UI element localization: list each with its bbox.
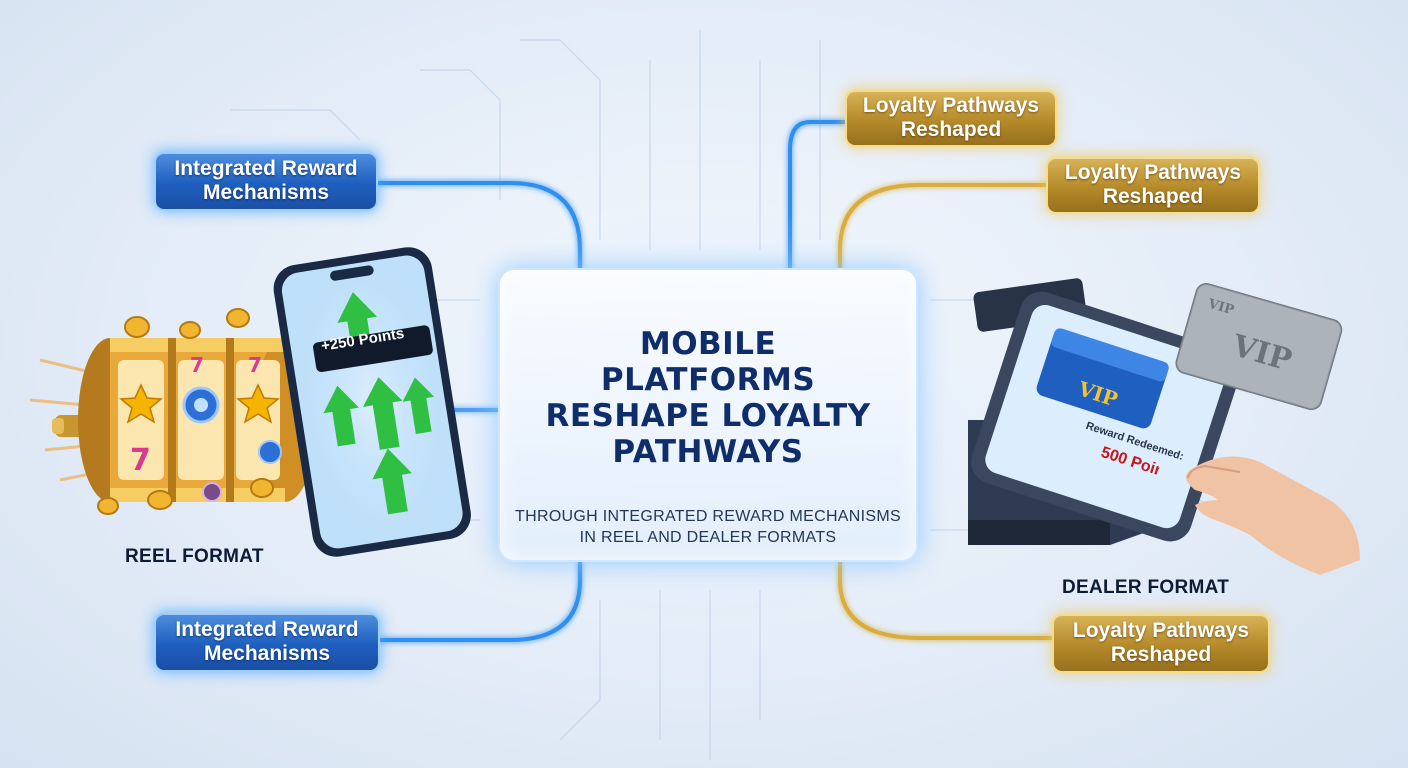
center-panel: MOBILE PLATFORMS RESHAPE LOYALTY PATHWAY… (498, 268, 918, 562)
svg-text:7: 7 (248, 353, 262, 377)
right-label-top-line1: Loyalty Pathways (862, 94, 1040, 117)
right-label-middle-line2: Reshaped (1102, 185, 1204, 208)
left-label-top-line1: Integrated Reward (174, 157, 358, 180)
center-title: MOBILE PLATFORMS RESHAPE LOYALTY PATHWAY… (545, 326, 871, 470)
right-label-bottom-line1: Loyalty Pathways (1072, 619, 1250, 642)
reel-format-label: REEL FORMAT (125, 546, 264, 567)
left-label-bottom-line2: Mechanisms (203, 642, 331, 665)
right-label-top-line2: Reshaped (900, 118, 1002, 141)
left-label-top: Integrated Reward Mechanisms (154, 151, 378, 211)
payment-terminal-illustration (968, 278, 1360, 575)
slot-reel-illustration: 7 7 7 (29, 308, 317, 515)
dealer-format-label: DEALER FORMAT (1062, 577, 1230, 598)
svg-text:7: 7 (190, 353, 204, 377)
right-label-middle-line1: Loyalty Pathways (1064, 161, 1242, 184)
left-label-top-line2: Mechanisms (202, 181, 330, 204)
phone-illustration (273, 247, 471, 557)
left-label-bottom-line1: Integrated Reward (175, 618, 359, 641)
left-label-bottom: Integrated Reward Mechanisms (154, 612, 380, 672)
svg-text:7: 7 (130, 443, 151, 478)
right-label-bottom: Loyalty Pathways Reshaped (1052, 613, 1270, 673)
right-label-bottom-line2: Reshaped (1110, 643, 1212, 666)
center-subtitle: THROUGH INTEGRATED REWARD MECHANISMS IN … (515, 508, 901, 546)
right-label-middle: Loyalty Pathways Reshaped (1046, 156, 1260, 214)
right-label-top: Loyalty Pathways Reshaped (845, 89, 1057, 147)
